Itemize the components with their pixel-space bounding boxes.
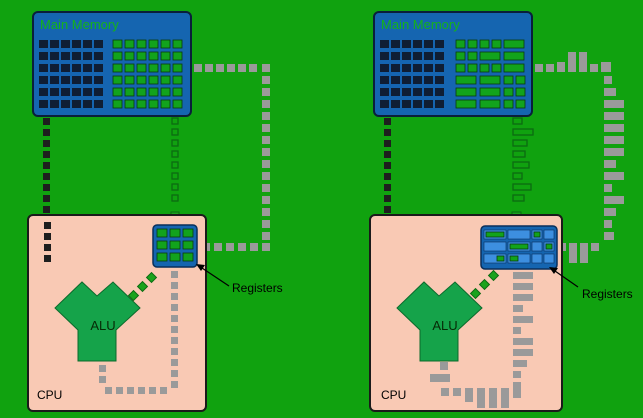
right-registers-pointer <box>554 270 579 288</box>
left-green-bus <box>171 117 179 202</box>
left-registers <box>152 224 198 268</box>
left-cpu-internal-bus <box>99 271 178 394</box>
left-registers-label: Registers <box>232 281 283 295</box>
left-main-memory-title: Main Memory <box>40 17 119 32</box>
left-diagram: ALU Registers CPU Main Memory <box>27 11 283 412</box>
right-alu-shape <box>396 281 483 362</box>
left-dark-bus-inner <box>44 222 51 262</box>
left-registers-pointer <box>201 267 230 287</box>
left-cpu-label: CPU <box>37 388 62 402</box>
left-alu-label: ALU <box>90 318 115 333</box>
left-main-memory: Main Memory <box>32 11 192 117</box>
right-cpu-label: CPU <box>381 388 406 402</box>
right-main-memory: Main Memory <box>373 11 533 117</box>
right-main-memory-title: Main Memory <box>381 17 460 32</box>
left-alu-register-link <box>127 271 158 302</box>
right-alu-register-link <box>469 269 500 300</box>
right-cpu-internal-bus <box>430 272 533 408</box>
right-green-bus <box>512 117 534 202</box>
right-registers <box>480 225 558 270</box>
left-gray-bus <box>194 64 270 251</box>
left-registers-arrowhead <box>196 264 205 271</box>
right-gray-bus <box>535 52 624 263</box>
left-alu-shape <box>54 281 141 362</box>
right-registers-arrowhead <box>549 267 558 274</box>
right-diagram: ALU Registers CPU <box>369 11 633 412</box>
right-alu-label: ALU <box>432 318 457 333</box>
right-registers-label: Registers <box>582 287 633 301</box>
